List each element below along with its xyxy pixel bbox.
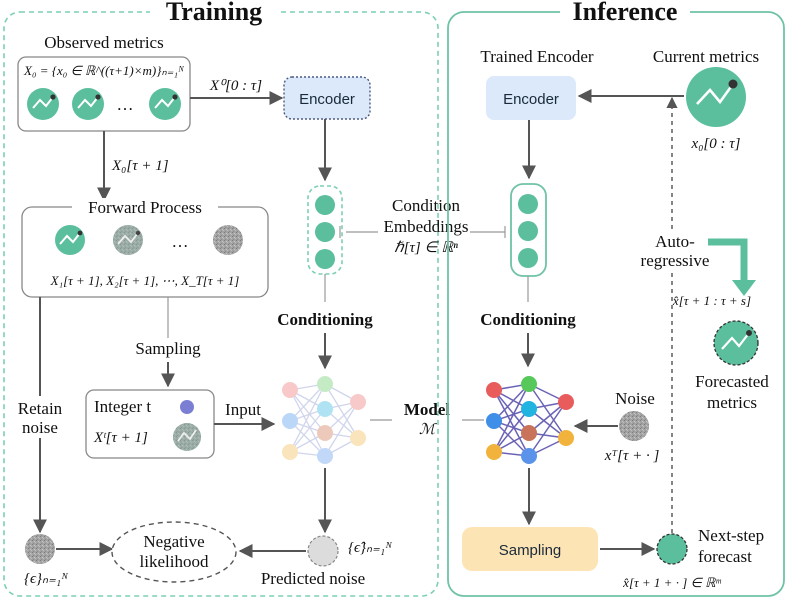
autoregressive-green-arrow bbox=[708, 238, 748, 284]
metric-icon bbox=[27, 88, 59, 120]
embeddings-label: Embeddings bbox=[384, 217, 469, 236]
embedding-dot bbox=[315, 249, 335, 269]
current-metrics-label: Current metrics bbox=[653, 47, 759, 66]
forward-process-label: Forward Process bbox=[88, 198, 202, 217]
condition-math: ℏ[τ] ∈ ℝⁿ bbox=[394, 240, 458, 256]
condition-label: Condition bbox=[392, 196, 461, 215]
x0-next-label: X₀[τ + 1] bbox=[111, 158, 169, 174]
predicted-noise-icon bbox=[307, 535, 339, 567]
embedding-dot bbox=[315, 195, 335, 215]
training-conditioning-label: Conditioning bbox=[277, 310, 373, 329]
metric-icon bbox=[72, 88, 104, 120]
current-x0-slice: x₀[0 : τ] bbox=[691, 136, 741, 152]
input-label: Input bbox=[225, 400, 261, 419]
training-model-network bbox=[282, 376, 366, 464]
ellipsis: … bbox=[117, 95, 134, 114]
noise-math: xᵀ[τ + · ] bbox=[604, 448, 660, 464]
forecast-label: forecast bbox=[698, 547, 752, 566]
next-step-forecast-icon bbox=[656, 533, 688, 565]
noisy-metric-icon bbox=[113, 225, 143, 255]
predicted-noise-label: Predicted noise bbox=[261, 569, 365, 588]
embedding-dot bbox=[518, 194, 538, 214]
ellipsis: … bbox=[172, 232, 189, 251]
forecast-range-label: x̂[τ + 1 : τ + s] bbox=[672, 293, 751, 308]
xt-label: Xᵗ[τ + 1] bbox=[93, 430, 148, 446]
embedding-dot bbox=[518, 221, 538, 241]
regressive-label: regressive bbox=[641, 251, 710, 270]
eps-set-label: {ϵ}ₙ₌₁ᴺ bbox=[24, 571, 69, 587]
embedding-dot bbox=[315, 222, 335, 242]
noisy-metric-icon bbox=[173, 423, 201, 451]
t-dot-icon bbox=[180, 400, 194, 414]
next-step-label: Next-step bbox=[698, 526, 764, 545]
inference-sampling-box bbox=[462, 527, 598, 571]
x0-slice-label: X⁰[0 : τ] bbox=[209, 78, 262, 94]
inference-encoder bbox=[486, 76, 576, 120]
negative-label: Negative bbox=[143, 532, 204, 551]
training-encoder-label: Encoder bbox=[299, 91, 355, 108]
noise-icon bbox=[213, 225, 243, 255]
sampling-label: Sampling bbox=[135, 339, 201, 358]
observed-metrics-label: Observed metrics bbox=[44, 33, 163, 52]
trained-encoder-label: Trained Encoder bbox=[480, 47, 593, 66]
metric-icon bbox=[55, 225, 85, 255]
metric-icon bbox=[149, 88, 181, 120]
training-title: Training bbox=[166, 0, 262, 26]
model-math: ℳ bbox=[419, 422, 437, 438]
noise-icon bbox=[619, 411, 649, 441]
metrics-label: metrics bbox=[707, 393, 757, 412]
likelihood-label: likelihood bbox=[140, 552, 209, 571]
negative-likelihood-node bbox=[111, 521, 237, 583]
noise-label: Noise bbox=[615, 389, 655, 408]
x0-definition: X₀ = {x₀ ∈ ℝ^((τ+1)×m)}ₙ₌₁ᴺ bbox=[23, 63, 185, 78]
inference-encoder-label: Encoder bbox=[503, 91, 559, 108]
retain-label: Retain bbox=[18, 399, 63, 418]
inference-title: Inference bbox=[573, 0, 678, 26]
training-encoder bbox=[283, 76, 371, 120]
model-label: Model bbox=[404, 400, 451, 419]
embedding-dot bbox=[518, 248, 538, 268]
inference-conditioning-label: Conditioning bbox=[480, 310, 576, 329]
inference-sampling-label: Sampling bbox=[499, 542, 562, 559]
forecasted-metric-icon bbox=[713, 320, 759, 366]
integer-t-label: Integer t bbox=[94, 397, 151, 416]
next-step-math: x̂[τ + 1 + · ] ∈ ℝᵐ bbox=[622, 575, 721, 590]
forward-series-label: X₁[τ + 1], X₂[τ + 1], ⋯, X_T[τ + 1] bbox=[50, 273, 240, 288]
forecasted-label: Forecasted bbox=[695, 372, 769, 391]
noise-label: noise bbox=[22, 418, 58, 437]
inference-model-network bbox=[486, 376, 574, 464]
auto-label: Auto- bbox=[655, 232, 695, 251]
eps-hat-set-label: {ϵ̂}ₙ₌₁ᴺ bbox=[348, 540, 393, 556]
noise-icon bbox=[25, 534, 55, 564]
current-metric-icon bbox=[686, 67, 746, 127]
